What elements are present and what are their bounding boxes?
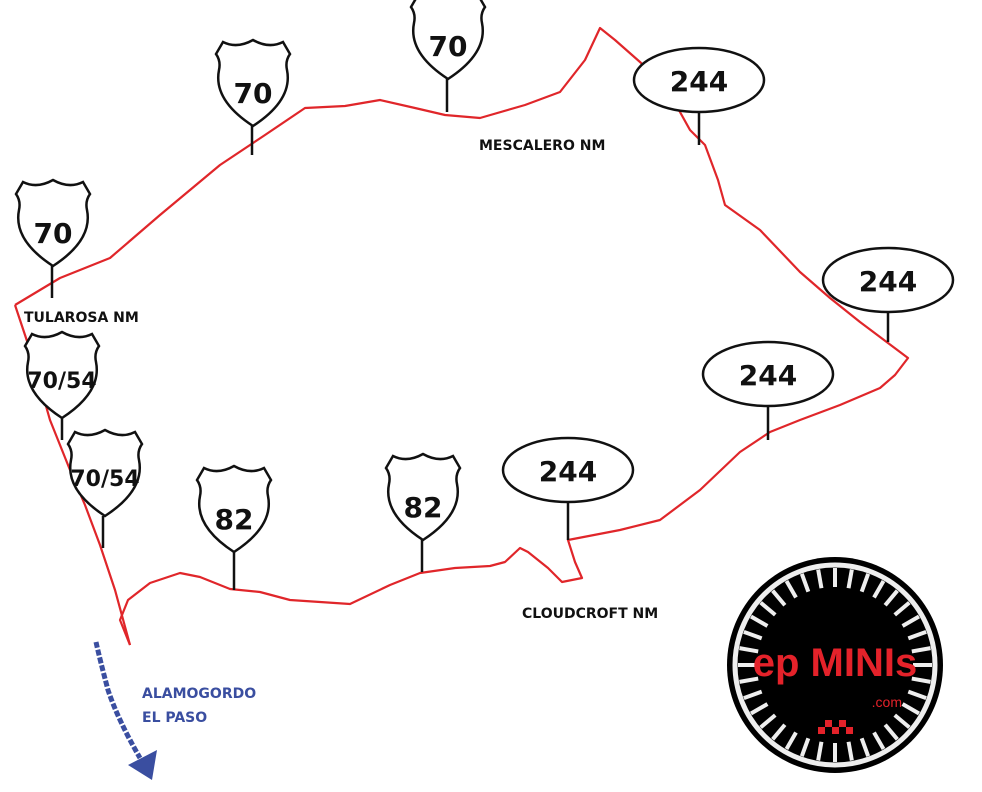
logo-name: ep MINIs (753, 641, 917, 685)
logo-tick (784, 731, 798, 751)
logo-tick (749, 614, 769, 628)
logo-tick (799, 573, 811, 593)
logo-tick (883, 723, 899, 741)
logo-tick (893, 601, 911, 617)
logo-tick (743, 689, 763, 701)
svg-text:244: 244 (859, 265, 917, 298)
logo-tick (771, 723, 787, 741)
svg-text:70/54: 70/54 (70, 467, 139, 492)
logo-tick (872, 731, 886, 751)
sign-posts (50, 78, 890, 590)
us-shield-70-54-north: 70/54 (23, 330, 101, 420)
state-oval-244-east: 244 (821, 246, 955, 314)
logo-tick (907, 629, 927, 641)
logo-ticks (738, 568, 932, 762)
label-mescalero: MESCALERO NM (479, 138, 605, 154)
svg-text:244: 244 (539, 455, 597, 488)
logo-tick (759, 601, 777, 617)
svg-text:70: 70 (34, 217, 73, 250)
logo-tick (901, 702, 921, 716)
logo-tick (784, 579, 798, 599)
svg-text:82: 82 (215, 503, 254, 536)
route-line (14, 26, 910, 646)
us-shield-70-west: 70 (214, 38, 292, 128)
us-shield-70-tularosa: 70 (14, 178, 92, 268)
us-shield-82-east: 82 (384, 452, 462, 542)
logo-tick (816, 741, 824, 761)
logo-tick (759, 713, 777, 729)
logo-tick (816, 569, 824, 589)
state-oval-244-mid: 244 (701, 340, 835, 408)
svg-text:244: 244 (739, 359, 797, 392)
logo-tick (739, 676, 759, 684)
logo-tick (846, 741, 854, 761)
state-oval-244-cloudcroft: 244 (501, 436, 635, 504)
state-oval-244-north: 244 (632, 46, 766, 114)
logo-tick (739, 646, 759, 654)
us-shield-82-west: 82 (195, 464, 273, 554)
logo-tick (911, 646, 931, 654)
logo-tick (859, 737, 871, 757)
logo-tick (901, 614, 921, 628)
logo-tick (749, 702, 769, 716)
svg-text:70: 70 (234, 77, 273, 110)
label-cloudcroft: CLOUDCROFT NM (522, 606, 658, 622)
us-shield-70-mescalero: 70 (409, 0, 487, 81)
logo-tick (872, 579, 886, 599)
logo-tick (743, 629, 763, 641)
direction-arrow (93, 641, 157, 780)
svg-text:82: 82 (404, 491, 443, 524)
logo-tick (859, 573, 871, 593)
logo-domain: .com (872, 694, 902, 710)
logo-tick (911, 676, 931, 684)
logo-tick (799, 737, 811, 757)
label-el-paso: EL PASO (142, 710, 207, 726)
logo-tick (907, 689, 927, 701)
label-alamogordo: ALAMOGORDO (142, 686, 256, 702)
ep-minis-logo: ep MINIs .com (727, 557, 943, 773)
logo-tick (771, 589, 787, 607)
label-tularosa: TULAROSA NM (24, 310, 139, 326)
svg-text:70/54: 70/54 (27, 369, 96, 394)
us-shield-70-54-south: 70/54 (66, 428, 144, 518)
svg-text:244: 244 (670, 65, 728, 98)
logo-tick (883, 589, 899, 607)
logo-tick (846, 569, 854, 589)
checkered-flag-icon (818, 720, 853, 734)
svg-text:70: 70 (429, 30, 468, 63)
logo-tick (893, 713, 911, 729)
